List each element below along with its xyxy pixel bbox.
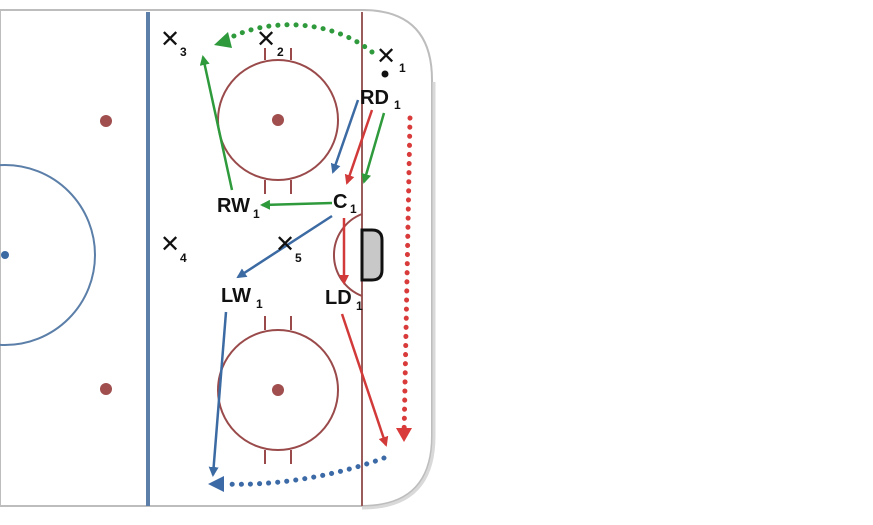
arrow-green-c-to-rw [260, 199, 333, 210]
position-marker-1-mark: ✕ [376, 42, 396, 70]
arrow-green-rd-to-c [361, 112, 386, 184]
position-marker-3-sub: 3 [180, 45, 187, 59]
position-marker-5-sub: 5 [295, 251, 302, 265]
position-marker-2-sub: 2 [277, 45, 284, 59]
position-marker-2: ✕ 2 [256, 25, 284, 59]
player-rw-label: RW [217, 195, 250, 217]
arrow-blue-rd-to-c [330, 99, 360, 174]
position-marker-5-mark: ✕ [275, 230, 295, 258]
position-marker-4-mark: ✕ [160, 230, 180, 258]
player-rd-label: RD [360, 87, 389, 109]
player-ld-label: LD [325, 287, 352, 309]
faceoff-circle-bottom [217, 316, 339, 464]
arrow-green-rw-to-p3 [199, 55, 234, 191]
goal-net [360, 228, 384, 282]
arrow-blue-lw-to-corner [208, 311, 228, 477]
position-marker-5: ✕ 5 [275, 230, 302, 265]
player-rd: RD 1 [360, 87, 401, 112]
player-rd-sub: 1 [394, 98, 401, 112]
position-marker-3: ✕ 3 [160, 25, 187, 59]
goal-crease [332, 213, 363, 297]
position-marker-1-sub: 1 [399, 61, 406, 75]
rink-surface [0, 9, 436, 510]
arrow-blue-c-to-lw [236, 214, 333, 279]
center-dot [1, 251, 9, 259]
route-green-dotted [223, 22, 375, 55]
arrow-red-ld-to-corner [340, 313, 389, 447]
player-ld-sub: 1 [356, 299, 363, 313]
position-marker-4-sub: 4 [180, 251, 187, 265]
player-c-sub: 1 [350, 202, 357, 216]
position-marker-3-mark: ✕ [160, 25, 180, 53]
route-blue-dotted [221, 455, 387, 487]
route-blue-dotted-arrowhead [208, 476, 224, 492]
route-red-dotted-arrowhead [396, 428, 412, 442]
position-marker-4: ✕ 4 [160, 230, 187, 265]
faceoff-dot-bottom [272, 384, 284, 396]
arrow-red-rd-to-c [344, 109, 374, 185]
player-lw: LW 1 [221, 285, 263, 311]
neutral-dot-bottom [100, 383, 112, 395]
faceoff-dot-top [272, 114, 284, 126]
player-ld: LD 1 [325, 287, 363, 313]
player-c: C 1 [333, 191, 357, 216]
route-green-dotted-arrowhead [214, 32, 232, 48]
route-red-dotted [401, 115, 413, 441]
player-rw: RW 1 [217, 195, 260, 221]
center-circle [0, 164, 96, 346]
player-c-label: C [333, 191, 347, 213]
neutral-dot-top [100, 115, 112, 127]
position-marker-2-mark: ✕ [256, 25, 276, 53]
puck [381, 70, 389, 78]
position-marker-1: ✕ 1 [376, 42, 406, 75]
player-rw-sub: 1 [253, 207, 260, 221]
player-lw-sub: 1 [256, 297, 263, 311]
player-lw-label: LW [221, 285, 251, 307]
